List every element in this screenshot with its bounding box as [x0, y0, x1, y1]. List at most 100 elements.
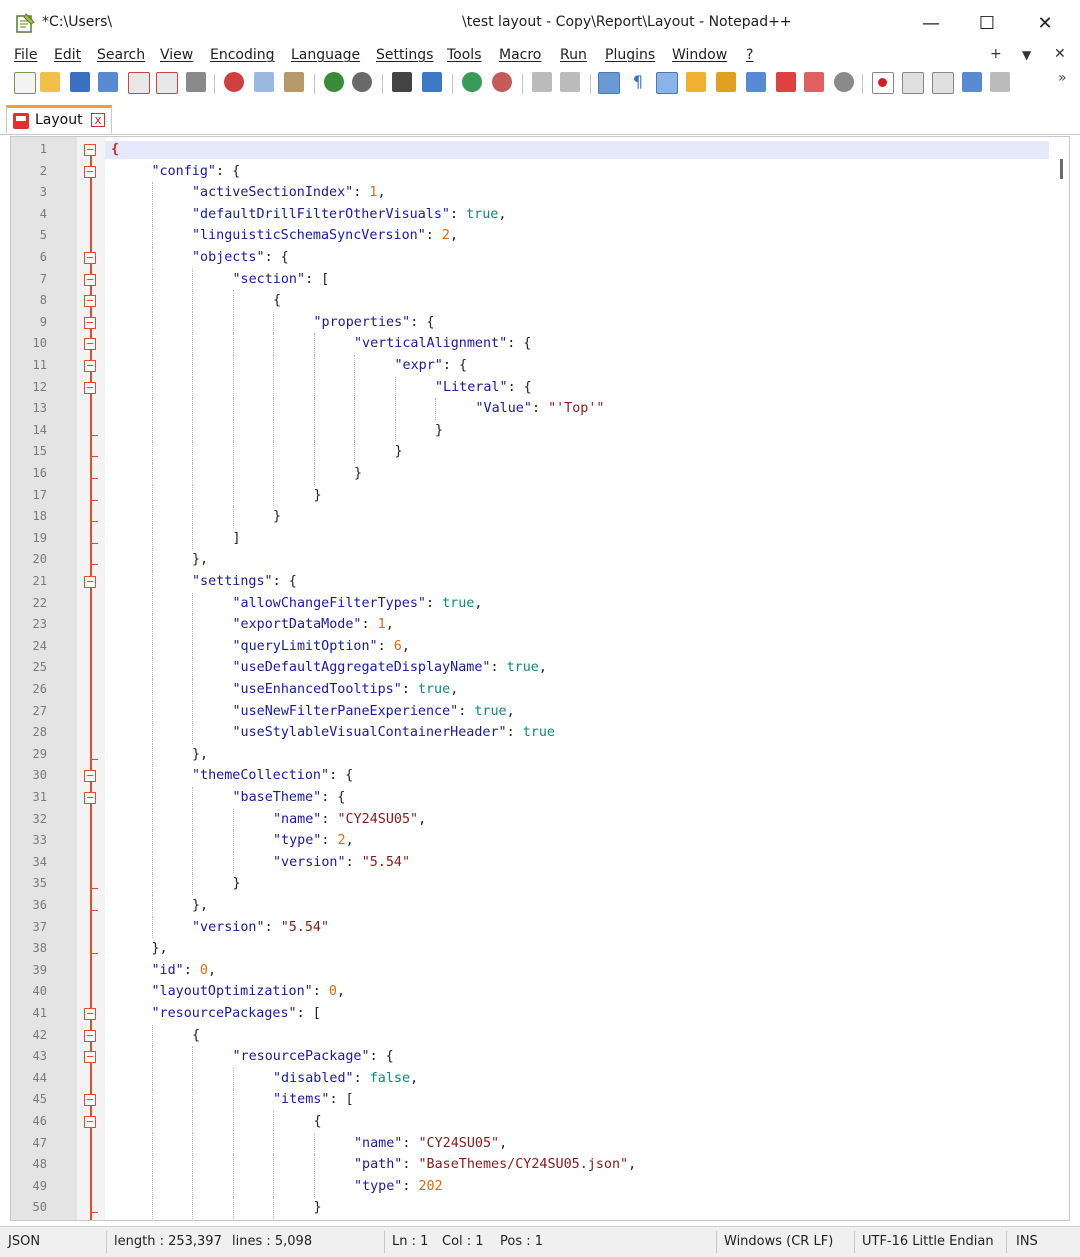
indent-guide-icon[interactable]	[656, 72, 678, 94]
indent-guide	[232, 1111, 235, 1133]
code-token: :	[425, 595, 443, 611]
indent-guide	[192, 463, 194, 485]
save-icon[interactable]	[70, 72, 90, 92]
menu-macro[interactable]: Macro	[499, 47, 542, 63]
fold-toggle[interactable]	[84, 792, 96, 804]
sync-v-icon[interactable]	[532, 72, 552, 92]
indent-guide	[192, 1154, 194, 1176]
run-macro-multiple-icon[interactable]	[962, 72, 982, 92]
fold-toggle[interactable]	[84, 1116, 96, 1128]
sync-h-icon[interactable]	[560, 72, 580, 92]
cut-icon[interactable]	[224, 72, 244, 92]
menu-language[interactable]: Language	[291, 47, 361, 63]
menu-tools[interactable]: Tools	[447, 47, 482, 63]
menu-plugins[interactable]: Plugins	[605, 47, 656, 63]
code-line: "disabled": false,	[273, 1068, 1069, 1090]
record-macro-icon[interactable]	[872, 72, 894, 94]
minimize-button[interactable]: —	[922, 12, 940, 34]
indent-guide	[232, 333, 235, 355]
editor[interactable]: 1{2"config": {3"activeSectionIndex": 1,4…	[10, 136, 1070, 1221]
menu-settings[interactable]: Settings	[376, 47, 434, 63]
maximize-button[interactable]: ☐	[978, 12, 996, 34]
menu-bar: File Edit Search View Encoding Language …	[0, 46, 1080, 68]
print-icon[interactable]	[186, 72, 206, 92]
new-file-icon[interactable]	[14, 72, 36, 94]
line-number: 25	[32, 660, 47, 675]
close-icon[interactable]	[128, 72, 150, 94]
code-line: }	[273, 506, 1069, 528]
toolbar-overflow-icon[interactable]: »	[1058, 70, 1067, 86]
menu-view[interactable]: View	[160, 47, 194, 63]
tab-close-icon[interactable]: x	[91, 113, 105, 127]
find-icon[interactable]	[392, 72, 412, 92]
close-window-button[interactable]: ✕	[1037, 12, 1053, 34]
line-number: 36	[32, 898, 47, 912]
menu-window[interactable]: Window	[672, 47, 728, 63]
close-all-icon[interactable]	[156, 72, 178, 94]
code-token: "id"	[151, 962, 184, 978]
open-file-icon[interactable]	[40, 72, 60, 92]
fold-toggle[interactable]	[84, 144, 96, 156]
show-all-chars-icon[interactable]: ¶	[628, 72, 648, 92]
tab-list-dropdown[interactable]: ▼	[1022, 48, 1032, 62]
eye-icon[interactable]	[834, 72, 854, 92]
word-wrap-icon[interactable]	[598, 72, 620, 94]
paste-icon[interactable]	[284, 72, 304, 92]
menu-edit[interactable]: Edit	[54, 47, 82, 63]
stop-record-icon[interactable]	[902, 72, 924, 94]
fold-toggle[interactable]	[84, 165, 96, 178]
code-token: "CY24SU05"	[418, 1135, 500, 1151]
indent-guide	[354, 355, 356, 377]
save-macro-icon[interactable]	[990, 72, 1010, 92]
indent-guide	[151, 1089, 154, 1111]
fold-toggle[interactable]	[84, 316, 96, 329]
menu-run[interactable]: Run	[560, 47, 587, 63]
monitoring-icon[interactable]	[804, 72, 824, 92]
save-all-icon[interactable]	[98, 72, 118, 92]
code-line: "config": {	[152, 161, 1070, 183]
udl-icon[interactable]	[686, 72, 706, 92]
fold-toggle[interactable]	[84, 381, 96, 394]
zoom-in-icon[interactable]	[462, 72, 482, 92]
menu-search[interactable]: Search	[97, 47, 146, 63]
tab-layout[interactable]: Layout x	[6, 105, 112, 133]
play-macro-icon[interactable]	[932, 72, 954, 94]
menu-file[interactable]: File	[14, 47, 38, 63]
fold-toggle[interactable]	[84, 1051, 96, 1064]
fold-toggle[interactable]	[84, 770, 96, 783]
fold-toggle[interactable]	[84, 1008, 96, 1020]
fold-toggle[interactable]	[84, 338, 96, 351]
fold-end-marker	[91, 910, 98, 911]
indent-guide	[232, 1132, 235, 1155]
indent-guide	[151, 333, 154, 355]
code-line: "useStylableVisualContainerHeader": true	[233, 722, 1070, 744]
fold-toggle[interactable]	[84, 360, 96, 372]
fold-toggle[interactable]	[84, 1094, 96, 1107]
code-token: : [	[305, 271, 330, 287]
code-token: true	[506, 660, 539, 676]
status-length: length : 253,397	[114, 1234, 222, 1249]
replace-icon[interactable]	[422, 72, 442, 92]
scroll-marker[interactable]	[1060, 159, 1063, 179]
fold-toggle[interactable]	[84, 1029, 96, 1042]
code-line: }	[435, 420, 1069, 442]
fold-toggle[interactable]	[84, 273, 96, 286]
doc-map-icon[interactable]	[716, 72, 736, 92]
menu-help[interactable]: ?	[746, 47, 754, 63]
fold-toggle[interactable]	[84, 295, 96, 308]
tab-bar: Layout x	[0, 102, 1080, 135]
copy-icon[interactable]	[254, 72, 274, 92]
zoom-out-icon[interactable]	[492, 72, 512, 92]
menu-encoding[interactable]: Encoding	[210, 47, 275, 63]
fold-toggle[interactable]	[84, 252, 96, 264]
undo-icon[interactable]	[324, 72, 344, 92]
redo-icon[interactable]	[352, 72, 372, 92]
folder-workspace-icon[interactable]	[776, 72, 796, 92]
close-tab-button[interactable]: ✕	[1054, 46, 1066, 62]
indent-guide	[232, 290, 235, 312]
code-token: ,	[410, 1070, 419, 1086]
add-tab-button[interactable]: +	[990, 46, 1002, 62]
function-list-icon[interactable]	[746, 72, 766, 92]
code-token: ,	[449, 228, 459, 244]
fold-toggle[interactable]	[84, 576, 96, 588]
